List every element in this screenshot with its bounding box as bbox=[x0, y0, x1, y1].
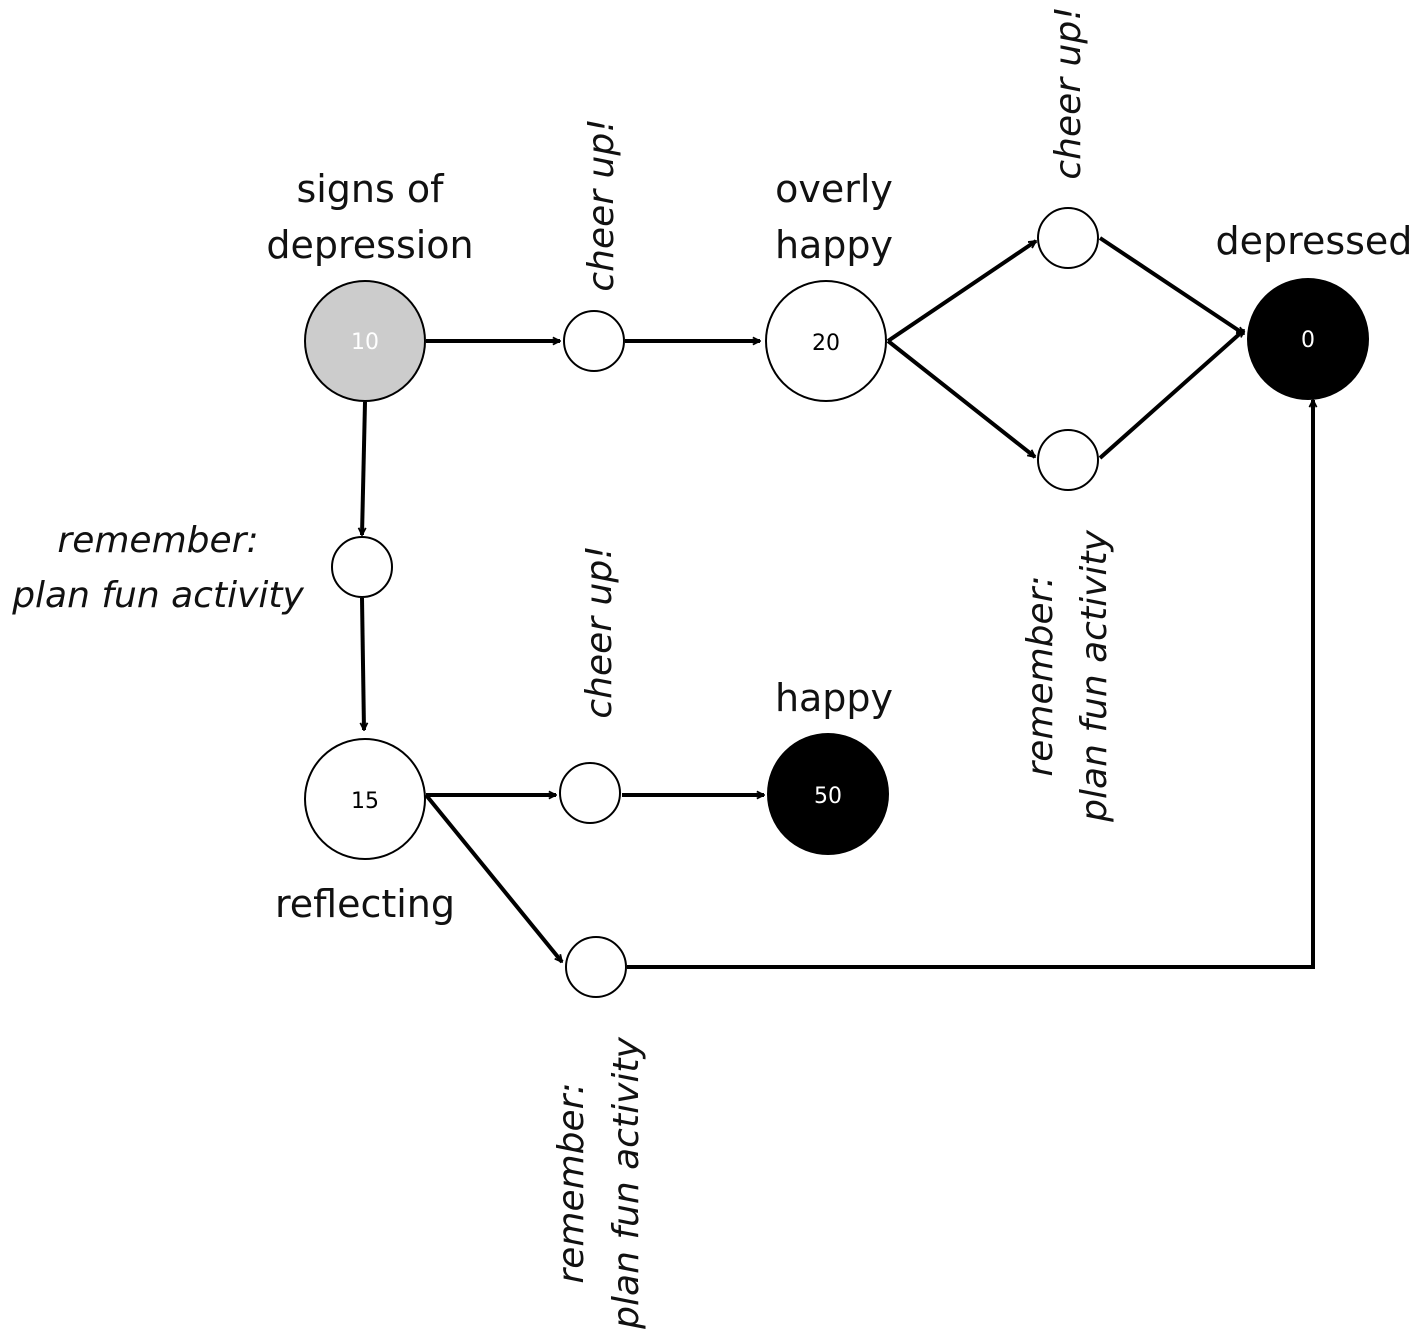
state-reflecting-value: 15 bbox=[351, 789, 379, 814]
edge-signs-to-remember1 bbox=[362, 401, 367, 535]
action-cheer1-circle bbox=[563, 310, 625, 372]
edge-cheer2-to-depressed bbox=[1098, 236, 1244, 336]
state-overly-happy: 20 overly happy bbox=[765, 167, 893, 402]
state-happy: 50 happy bbox=[767, 676, 893, 855]
edge-reflecting-to-remember3 bbox=[424, 793, 564, 962]
action-cheer-up-3: cheer up! bbox=[559, 545, 621, 824]
edge-remember2-to-depressed bbox=[1098, 328, 1244, 460]
state-depressed: 0 depressed bbox=[1216, 219, 1413, 400]
action-remember1-circle bbox=[331, 536, 393, 598]
action-remember1-line2: plan fun activity bbox=[11, 575, 304, 616]
action-cheer3-circle bbox=[559, 762, 621, 824]
edges bbox=[362, 236, 1313, 969]
action-cheer1-label: cheer up! bbox=[581, 118, 622, 291]
action-cheer2-label: cheer up! bbox=[1048, 6, 1089, 179]
edge-overly-to-cheer2 bbox=[886, 239, 1036, 343]
state-reflecting-label: reflecting bbox=[275, 882, 455, 926]
state-happy-circle bbox=[767, 733, 889, 855]
state-signs-of-depression: 10 signs of depression bbox=[266, 167, 474, 402]
action-remember1-line1: remember: bbox=[57, 520, 258, 561]
state-overly-value: 20 bbox=[812, 331, 840, 356]
action-remember2-line2: plan fun activity bbox=[1074, 529, 1115, 822]
action-remember2-line1: remember: bbox=[1020, 575, 1061, 776]
edge-overly-to-remember2 bbox=[886, 339, 1035, 459]
state-happy-label: happy bbox=[775, 676, 893, 720]
state-signs-circle bbox=[304, 280, 426, 402]
state-reflecting-circle bbox=[304, 738, 426, 860]
state-overly-label-line1: overly bbox=[775, 167, 893, 211]
action-cheer-up-2: cheer up! bbox=[1037, 6, 1099, 269]
state-reflecting: 15 reflecting bbox=[275, 738, 455, 926]
action-remember-2: remember: plan fun activity bbox=[1020, 429, 1115, 823]
action-cheer2-circle bbox=[1037, 207, 1099, 269]
action-cheer-up-1: cheer up! bbox=[563, 118, 625, 372]
state-happy-value: 50 bbox=[814, 784, 842, 809]
state-depressed-label: depressed bbox=[1216, 219, 1413, 263]
state-signs-label-line2: depression bbox=[266, 223, 473, 267]
action-remember2-circle bbox=[1037, 429, 1099, 491]
edge-remember3-to-depressed bbox=[627, 400, 1313, 969]
state-signs-value: 10 bbox=[351, 330, 379, 355]
edge-remember1-to-reflecting bbox=[362, 597, 364, 730]
state-signs-label-line1: signs of bbox=[296, 167, 445, 211]
action-remember3-line1: remember: bbox=[551, 1082, 592, 1283]
state-overly-circle bbox=[765, 280, 887, 402]
state-depressed-circle bbox=[1247, 278, 1369, 400]
state-depressed-value: 0 bbox=[1301, 328, 1315, 353]
action-remember3-circle bbox=[565, 936, 627, 998]
action-cheer3-label: cheer up! bbox=[579, 545, 620, 718]
action-remember-3: remember: plan fun activity bbox=[551, 936, 647, 1330]
state-overly-label-line2: happy bbox=[775, 223, 893, 267]
action-remember-1: remember: plan fun activity bbox=[11, 520, 393, 616]
action-remember3-line2: plan fun activity bbox=[606, 1036, 647, 1329]
